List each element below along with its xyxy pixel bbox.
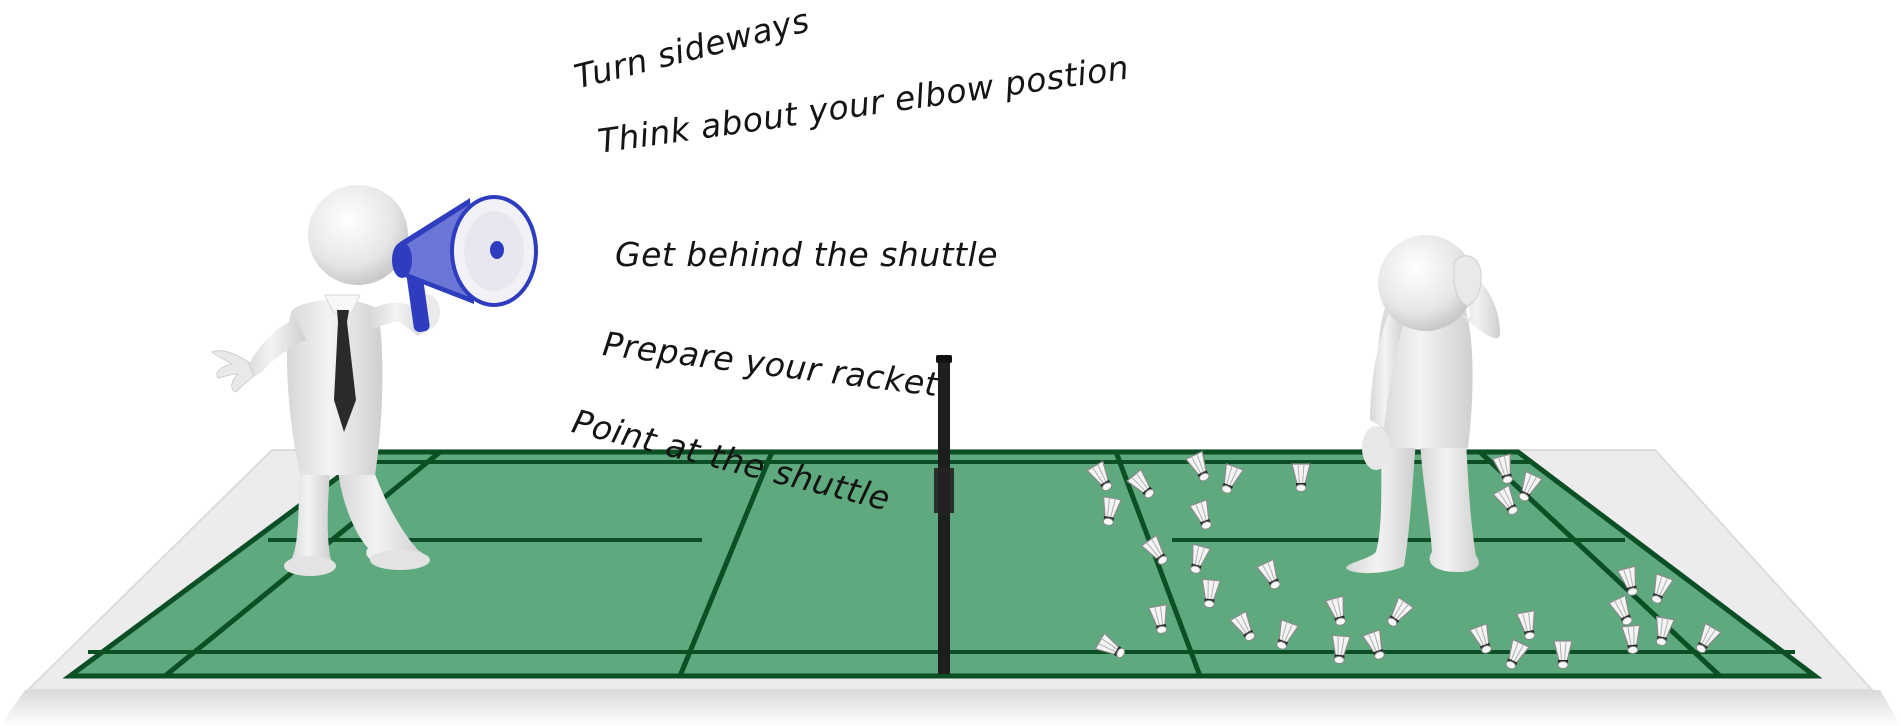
instruction-get-behind-shuttle: Get behind the shuttle [615,235,999,274]
coach-head [308,185,408,285]
megaphone-icon [392,195,538,333]
court-shadow [0,690,1901,726]
tie [334,310,356,432]
badminton-net [934,355,954,674]
player-head [1378,235,1474,331]
confused-player-figure [1346,235,1501,574]
coach-with-megaphone-figure [210,185,538,576]
